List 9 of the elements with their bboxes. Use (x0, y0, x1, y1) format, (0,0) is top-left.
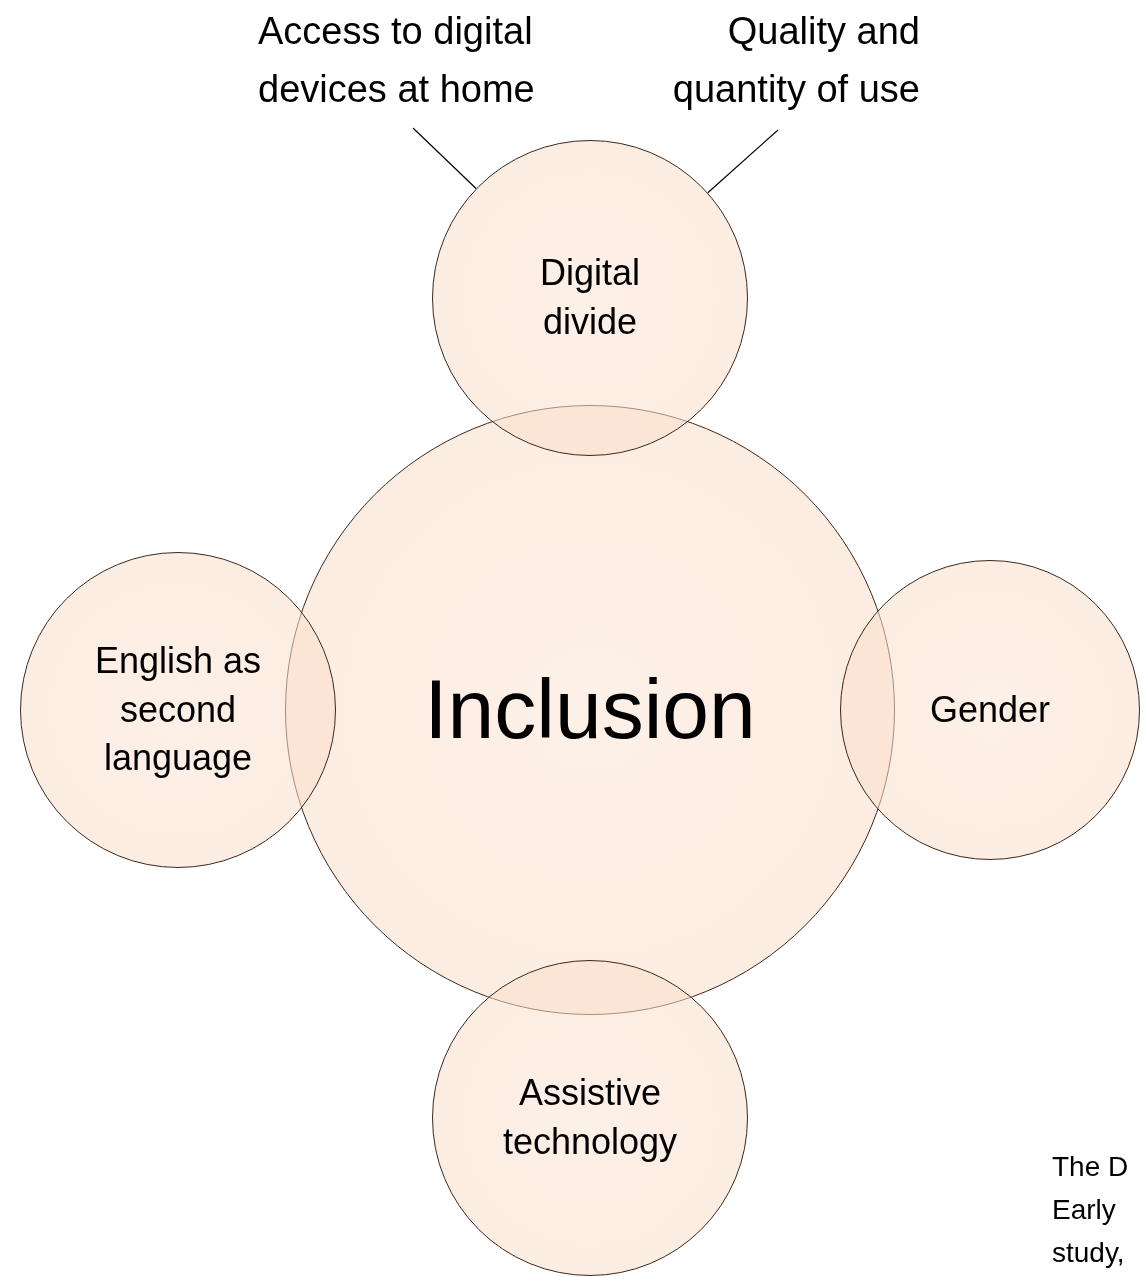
topic-circle: Digital divide (432, 140, 748, 456)
leader-line (707, 129, 779, 194)
topic-circle: Gender (840, 560, 1140, 860)
callout-text: Quality and quantity of use (640, 2, 920, 118)
callout-text: Access to digital devices at home (258, 2, 588, 118)
leader-line (412, 127, 477, 190)
topic-circle: Assistive technology (432, 960, 748, 1276)
note-text: The D Early study, (1052, 1150, 1130, 1270)
topic-circle: English as second language (20, 552, 336, 868)
